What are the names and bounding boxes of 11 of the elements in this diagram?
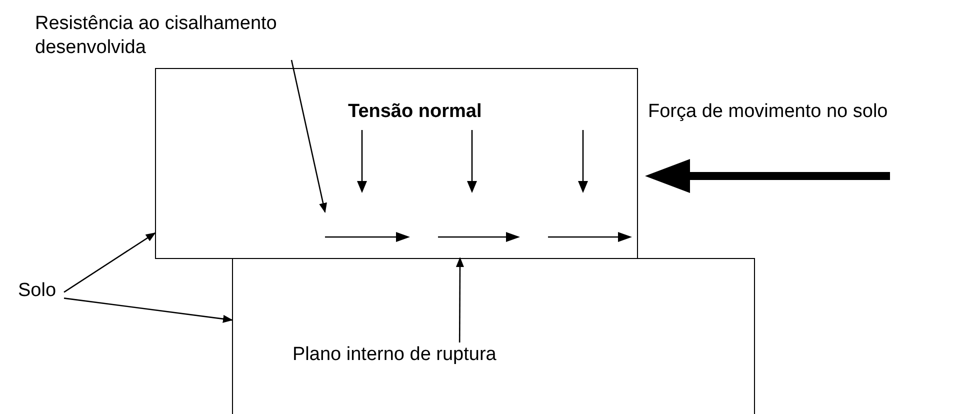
annotation-text: Solo <box>18 279 64 303</box>
force-label: Força de movimento no solo <box>648 100 889 124</box>
annotation-text: Plano interno de ruptura <box>292 342 538 366</box>
soil-block <box>155 68 638 259</box>
arrow <box>456 257 464 342</box>
arrow <box>64 298 233 323</box>
arrow <box>290 60 327 213</box>
arrow <box>64 232 156 293</box>
force-label: Tensão normal <box>348 100 483 124</box>
annotation-text: Resistência ao cisalhamento desenvolvida <box>35 12 305 60</box>
soil-block <box>232 258 755 414</box>
